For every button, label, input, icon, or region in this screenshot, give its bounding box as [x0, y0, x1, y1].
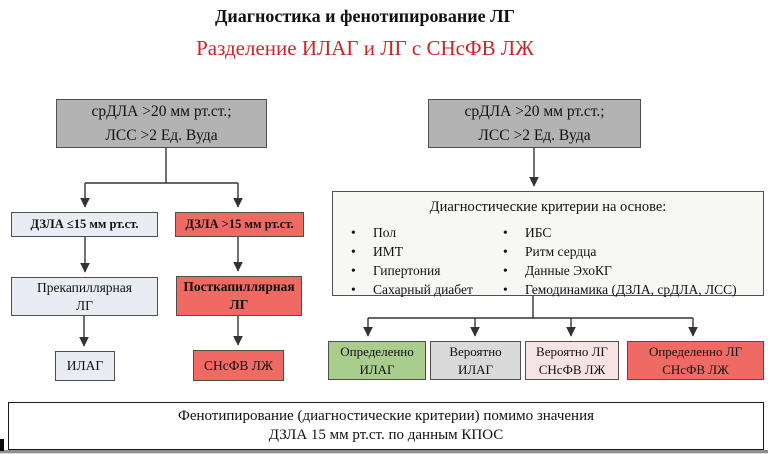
- criteria-title: Диагностические критерии на основе:: [429, 199, 667, 215]
- right-root-line1: срДЛА >20 мм рт.ст.;: [464, 103, 605, 121]
- bullet-icon: •: [351, 282, 356, 298]
- corner-mark: [0, 439, 4, 451]
- bottom-edge-strip: [0, 450, 768, 454]
- bullet-icon: •: [503, 282, 508, 298]
- left-root-line2: ЛСС >2 Ед. Вуда: [105, 126, 218, 144]
- postcapillary-line1: Посткапиллярная: [183, 279, 295, 295]
- outcome-line2: ИЛАГ: [359, 361, 395, 377]
- outcome-probable-ipah-box: Вероятно ИЛАГ: [430, 341, 521, 380]
- criteria-columns: • Пол • ИМТ • Гипертония • Сахарный диабет •…: [333, 223, 763, 299]
- postcapillary-box: Посткапиллярная ЛГ: [176, 276, 302, 316]
- header: Диагностика и фенотипирование ЛГ Разделе…: [4, 0, 726, 61]
- outcome-definite-ipah-box: Определенно ИЛАГ: [328, 341, 426, 380]
- left-root-box: срДЛА >20 мм рт.ст.; ЛСС >2 Ед. Вуда: [56, 99, 267, 148]
- page-subtitle: Разделение ИЛАГ и ЛГ с СНсФВ ЛЖ: [196, 36, 534, 60]
- footer-note-line1: Фенотипирование (диагностические критери…: [177, 408, 595, 424]
- postcapillary-line2: ЛГ: [229, 297, 249, 312]
- outcome-line1: Вероятно ЛГ: [536, 343, 608, 359]
- outcome-line1: Определенно ЛГ: [648, 343, 743, 359]
- bullet-icon: •: [351, 244, 356, 260]
- criteria-item: • Ритм сердца: [501, 242, 763, 261]
- criteria-item: • ИМТ: [349, 242, 501, 261]
- outcome-line2: СНсФВ ЛЖ: [662, 361, 729, 377]
- footer-note-box: Фенотипирование (диагностические критери…: [8, 402, 764, 450]
- right-root-box: срДЛА >20 мм рт.ст.; ЛСС >2 Ед. Вуда: [428, 99, 641, 148]
- footer-note-line2: ДЗЛА 15 мм рт.ст. по данным КПОС: [268, 427, 504, 443]
- criteria-item: • Данные ЭхоКГ: [501, 261, 763, 280]
- bullet-icon: •: [351, 225, 356, 241]
- criteria-item: • ИБС: [501, 223, 763, 242]
- right-root-line2: ЛСС >2 Ед. Вуда: [478, 126, 591, 144]
- criteria-item: • Пол: [349, 223, 501, 242]
- criteria-item: • Гемодинамика (ДЗЛА, срДЛА, ЛСС): [501, 280, 763, 299]
- precapillary-line2: ЛГ: [76, 297, 93, 313]
- ipah-box: ИЛАГ: [55, 351, 115, 381]
- criteria-item: • Сахарный диабет: [349, 280, 501, 299]
- precapillary-line1: Прекапиллярная: [37, 279, 132, 295]
- outcome-definite-hfpef-box: Определенно ЛГ СНсФВ ЛЖ: [627, 341, 764, 380]
- criteria-column-2: • ИБС • Ритм сердца • Данные ЭхоКГ • Гемодин…: [501, 223, 763, 299]
- bullet-icon: •: [351, 263, 356, 279]
- bullet-icon: •: [503, 244, 508, 260]
- criteria-item: • Гипертония: [349, 261, 501, 280]
- criteria-column-1: • Пол • ИМТ • Гипертония • Сахарный диабет: [333, 223, 501, 299]
- outcome-line1: Вероятно: [449, 343, 502, 359]
- criteria-item-label: Пол: [373, 225, 397, 241]
- bullet-icon: •: [503, 225, 508, 241]
- ipah-label: ИЛАГ: [66, 358, 104, 374]
- outcome-line2: СНсФВ ЛЖ: [538, 361, 606, 377]
- bullet-icon: •: [503, 263, 508, 279]
- criteria-item-label: Гипертония: [373, 263, 441, 279]
- outcome-probable-hfpef-box: Вероятно ЛГ СНсФВ ЛЖ: [525, 341, 619, 380]
- criteria-item-label: Гемодинамика (ДЗЛА, срДЛА, ЛСС): [525, 282, 737, 298]
- criteria-item-label: ИБС: [525, 225, 552, 241]
- criteria-item-label: Сахарный диабет: [373, 282, 473, 298]
- hfpef-label: СНсФВ ЛЖ: [203, 357, 274, 373]
- wedge-high-label: ДЗЛА >15 мм рт.ст.: [185, 217, 294, 232]
- outcome-line2: ИЛАГ: [457, 361, 494, 377]
- criteria-box: Диагностические критерии на основе: • Пол…: [332, 191, 764, 299]
- outcome-line1: Определенно: [340, 343, 414, 359]
- criteria-item-label: Данные ЭхоКГ: [525, 263, 612, 279]
- page-title: Диагностика и фенотипирование ЛГ: [215, 6, 515, 26]
- hfpef-box: СНсФВ ЛЖ: [193, 350, 284, 381]
- criteria-item-label: Ритм сердца: [525, 244, 597, 260]
- left-root-line1: срДЛА >20 мм рт.ст.;: [91, 103, 232, 121]
- wedge-high-box: ДЗЛА >15 мм рт.ст.: [175, 212, 304, 237]
- wedge-low-label: ДЗЛА ≤15 мм рт.ст.: [30, 217, 139, 232]
- criteria-item-label: ИМТ: [373, 244, 403, 260]
- precapillary-box: Прекапиллярная ЛГ: [11, 277, 158, 316]
- wedge-low-box: ДЗЛА ≤15 мм рт.ст.: [11, 212, 158, 237]
